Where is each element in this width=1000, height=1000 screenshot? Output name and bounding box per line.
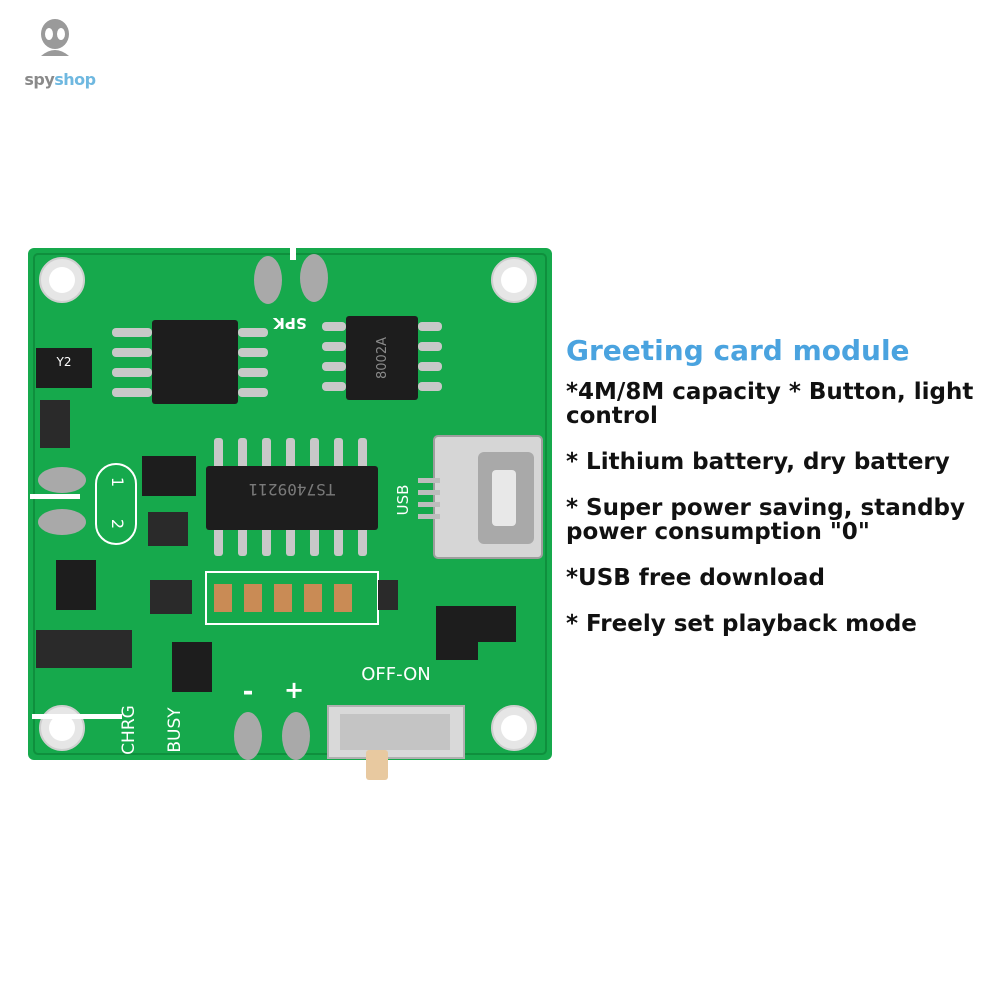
power-switch: OFF-ON bbox=[327, 664, 465, 780]
label-off-on: OFF-ON bbox=[361, 664, 431, 685]
alien-icon bbox=[41, 19, 69, 56]
feature-playback-mode: * Freely set playback mode bbox=[566, 611, 917, 637]
logo-text-spy: spy bbox=[24, 70, 55, 89]
main-chip-label: TS7409211 bbox=[249, 480, 336, 499]
label-plus: + bbox=[284, 676, 304, 704]
mounting-holes bbox=[39, 257, 537, 751]
amplifier-chip: 8002A bbox=[322, 316, 442, 400]
feature-usb-download: *USB free download bbox=[566, 565, 825, 591]
feature-power-saving: * Super power saving, standby power cons… bbox=[566, 495, 966, 545]
transistors: Y2 bbox=[36, 348, 516, 692]
logo-text: spyshop bbox=[10, 70, 110, 89]
speaker-solder-pads bbox=[254, 230, 328, 304]
battery-solder-pads: - + bbox=[234, 676, 310, 760]
label-1: 1 bbox=[108, 477, 127, 487]
label-busy: BUSY bbox=[165, 707, 185, 753]
label-y2: Y2 bbox=[56, 355, 72, 369]
main-controller-chip: TS7409211 bbox=[206, 438, 378, 556]
left-solder-pads: 1 2 bbox=[30, 463, 137, 545]
label-chrg: CHRG bbox=[119, 705, 139, 755]
label-usb: USB bbox=[394, 485, 412, 516]
product-title: Greeting card module bbox=[566, 334, 910, 367]
smd-resistor-array bbox=[36, 400, 398, 668]
pcb-board-image: 1 2 - + 8002A SPK bbox=[28, 230, 552, 780]
micro-usb-port: USB bbox=[394, 435, 543, 559]
label-minus: - bbox=[243, 677, 254, 707]
flash-chip bbox=[112, 320, 268, 404]
spyshop-logo: spyshop bbox=[10, 8, 100, 89]
label-spk: SPK bbox=[272, 314, 307, 332]
feature-capacity: *4M/8M capacity * Button, light control bbox=[566, 379, 974, 429]
feature-battery: * Lithium battery, dry battery bbox=[566, 449, 950, 475]
amplifier-chip-label: 8002A bbox=[375, 337, 390, 379]
product-info: Greeting card module *4M/8M capacity * B… bbox=[566, 334, 996, 658]
label-2: 2 bbox=[108, 519, 127, 529]
logo-text-shop: shop bbox=[54, 70, 96, 89]
